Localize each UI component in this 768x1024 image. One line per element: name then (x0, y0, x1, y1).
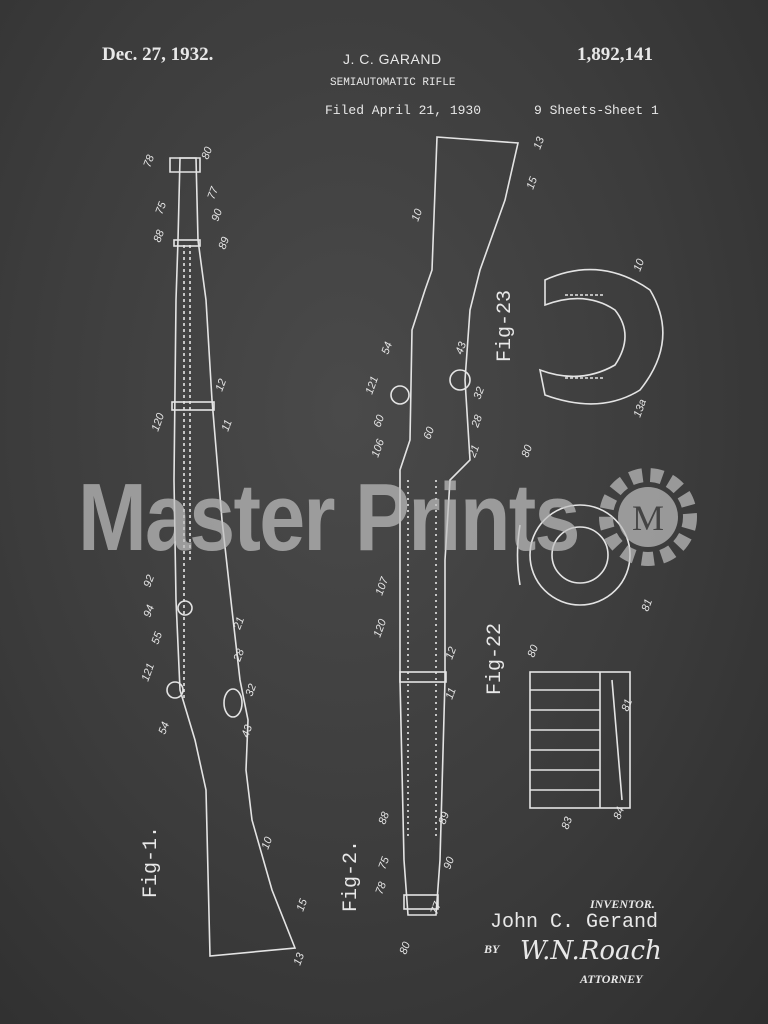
reference-numeral: 94 (142, 603, 157, 619)
by-label: BY (484, 942, 500, 956)
reference-numeral: 77 (206, 185, 222, 201)
fig22-cylinder (529, 671, 631, 809)
reference-numeral: 90 (210, 207, 226, 223)
reference-numeral: 13 (532, 135, 548, 151)
reference-numeral: 12 (214, 377, 229, 393)
rifle-fig2 (399, 136, 519, 916)
reference-numeral: 15 (525, 175, 541, 191)
reference-numeral: 32 (244, 682, 259, 698)
reference-numeral: 60 (422, 425, 438, 441)
reference-numeral: 78 (374, 880, 390, 896)
rifle-fig1 (173, 157, 297, 957)
watermark-text: Master Prints (78, 464, 580, 571)
reference-numeral: 43 (454, 340, 470, 356)
patent-number: 1,892,141 (577, 44, 653, 65)
reference-numeral: 28 (231, 647, 247, 664)
reference-numeral: 88 (152, 228, 168, 244)
reference-numeral: 88 (377, 810, 393, 826)
reference-numeral: 28 (469, 413, 485, 430)
reference-numeral: 75 (377, 855, 393, 871)
patent-date: Dec. 27, 1932. (102, 44, 214, 65)
reference-numeral: 43 (240, 723, 256, 739)
fig23-part (538, 268, 664, 405)
reference-numeral: 54 (157, 720, 172, 736)
reference-numeral: 13a (632, 398, 650, 419)
attorney-signature: W.N.Roach (520, 936, 662, 966)
reference-numeral: 80 (520, 443, 536, 459)
reference-numeral: 75 (154, 200, 170, 216)
reference-numeral: 60 (372, 413, 388, 429)
reference-numeral: 121 (140, 662, 158, 683)
reference-numeral: 80 (200, 145, 216, 161)
reference-numeral: 84 (612, 805, 627, 821)
reference-numeral: 15 (295, 897, 311, 913)
reference-numeral: 10 (260, 835, 276, 851)
filed-date: Filed April 21, 1930 (325, 103, 482, 118)
watermark-logo-letter: M (632, 498, 664, 538)
reference-numeral: 12 (444, 645, 459, 661)
reference-numeral: 89 (437, 810, 452, 826)
reference-numeral: 32 (472, 385, 487, 401)
reference-numeral: 83 (560, 815, 576, 831)
inventor-label: INVENTOR. (590, 897, 655, 911)
reference-numeral: 11 (444, 686, 459, 701)
reference-numeral: 78 (142, 153, 158, 169)
reference-numeral: 10 (410, 207, 426, 223)
reference-numeral: 81 (620, 697, 635, 713)
reference-numeral: 92 (142, 573, 157, 589)
reference-numeral: 11 (220, 418, 235, 433)
reference-numeral: 10 (632, 257, 648, 273)
reference-numeral: 54 (380, 340, 395, 356)
reference-numeral: 77 (429, 900, 445, 916)
reference-numeral: 80 (398, 940, 414, 956)
reference-numeral: 55 (150, 630, 166, 646)
attorney-label: ATTORNEY (580, 972, 643, 986)
reference-numeral: 80 (526, 643, 542, 659)
patent-title: SEMIAUTOMATIC RIFLE (330, 77, 456, 89)
reference-numeral: 21 (231, 615, 247, 632)
reference-numeral: 89 (217, 235, 232, 251)
sheet-count: 9 Sheets-Sheet 1 (534, 103, 659, 118)
inventor-header: J. C. GARAND (343, 51, 442, 67)
reference-numeral: 90 (442, 855, 458, 871)
reference-numeral: 21 (466, 443, 482, 460)
inventor-name: John C. Gerand (490, 911, 659, 934)
reference-numeral: 121 (364, 375, 382, 396)
reference-numeral: 81 (640, 597, 655, 613)
reference-numeral: 13 (292, 951, 308, 967)
